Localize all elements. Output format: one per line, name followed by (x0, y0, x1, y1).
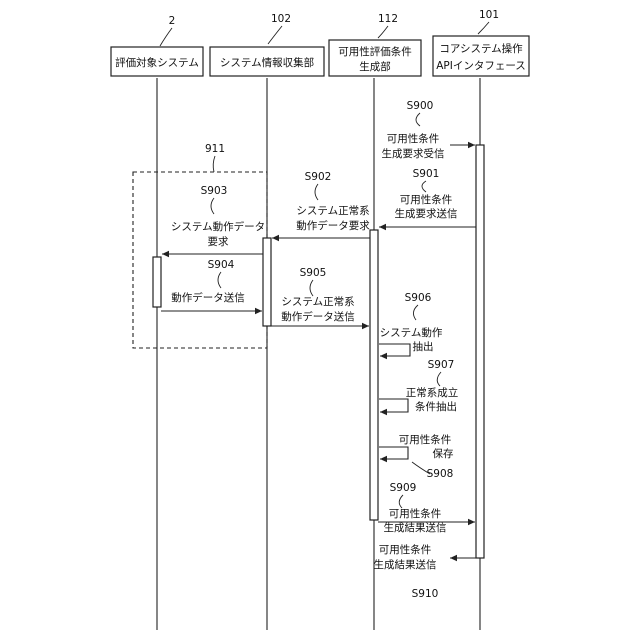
group-ref-911: 911 (205, 143, 225, 155)
step-label-s907-line1: 正常系成立 (406, 386, 459, 399)
step-id-s909: S909 (390, 482, 417, 494)
step-leader-s905 (310, 280, 313, 296)
step-label-s900-line1: 可用性条件 (387, 132, 440, 145)
ref-leader-112 (378, 26, 388, 38)
arrow-s907 (379, 399, 408, 412)
participant-label-line1: コアシステム操作 (439, 42, 523, 55)
step-label-s902-line1: システム正常系 (296, 204, 369, 217)
participant-label-line2: 生成部 (359, 60, 391, 73)
participant-ref-102: 102 (271, 13, 291, 25)
step-label-s906-line2: 抽出 (413, 340, 434, 353)
step-leader-s904 (218, 272, 221, 288)
step-label-s910-line1: 可用性条件 (379, 543, 432, 556)
step-label-s905-line2: 動作データ送信 (281, 310, 355, 323)
step-label-s903-line1: システム動作データ (171, 220, 265, 233)
participant-condition-generator: 可用性評価条件 生成部 (329, 40, 421, 76)
ref-leader-2 (160, 28, 172, 46)
step-label-s910-line2: 生成結果送信 (374, 558, 437, 571)
step-label-s905-line1: システム正常系 (281, 295, 354, 308)
step-id-s901: S901 (413, 168, 440, 180)
activation-info-collector (263, 238, 271, 326)
step-leader-s907 (437, 372, 441, 386)
step-leader-s900 (416, 113, 420, 126)
step-leader-s903 (211, 198, 214, 214)
step-leader-s906 (413, 305, 418, 320)
step-id-s903: S903 (201, 185, 228, 197)
participant-ref-101: 101 (479, 9, 499, 21)
step-id-s902: S902 (305, 171, 332, 183)
participant-label-line1: 可用性評価条件 (338, 45, 412, 58)
step-label-s908-line2: 保存 (433, 447, 454, 460)
step-label-s904: 動作データ送信 (171, 291, 245, 304)
activation-condition-generator (370, 230, 378, 520)
participant-info-collector: システム情報収集部 (210, 47, 324, 76)
step-id-s907: S907 (428, 359, 455, 371)
participant-label-line2: APIインタフェース (436, 60, 526, 72)
step-id-s900: S900 (407, 100, 434, 112)
step-label-s902-line2: 動作データ要求 (296, 219, 370, 232)
step-id-s906: S906 (405, 292, 432, 304)
group-ref-leader (213, 156, 215, 172)
step-label-s907-line2: 条件抽出 (415, 400, 457, 413)
step-label-s901-line1: 可用性条件 (400, 193, 453, 206)
participant-ref-112: 112 (378, 13, 398, 25)
step-id-s905: S905 (300, 267, 327, 279)
step-label-s901-line2: 生成要求送信 (395, 207, 458, 220)
step-label-s906-line1: システム動作 (380, 326, 443, 339)
step-id-s904: S904 (208, 259, 235, 271)
activation-core-api (476, 145, 484, 558)
step-label-s903-line2: 要求 (208, 236, 229, 248)
step-leader-s909 (399, 495, 403, 508)
participant-evaluated-system: 評価対象システム (111, 47, 203, 76)
activation-evaluated-system (153, 257, 161, 307)
step-label-s900-line2: 生成要求受信 (382, 147, 445, 160)
step-label-s908-line1: 可用性条件 (399, 433, 452, 446)
arrow-s906 (379, 344, 410, 356)
step-id-s908: S908 (427, 468, 454, 480)
ref-leader-101 (478, 22, 489, 34)
step-id-s910: S910 (412, 588, 439, 600)
participant-core-api: コアシステム操作 APIインタフェース (433, 36, 529, 76)
step-leader-s902 (315, 184, 318, 200)
step-label-s909-line2: 生成結果送信 (384, 521, 447, 534)
step-leader-s901 (422, 181, 426, 192)
arrow-s908 (379, 447, 408, 459)
step-label-s909-line1: 可用性条件 (389, 507, 442, 520)
ref-leader-102 (268, 26, 282, 44)
participant-label: システム情報収集部 (220, 56, 314, 69)
participant-ref-2: 2 (169, 15, 176, 27)
participant-label: 評価対象システム (115, 56, 199, 69)
